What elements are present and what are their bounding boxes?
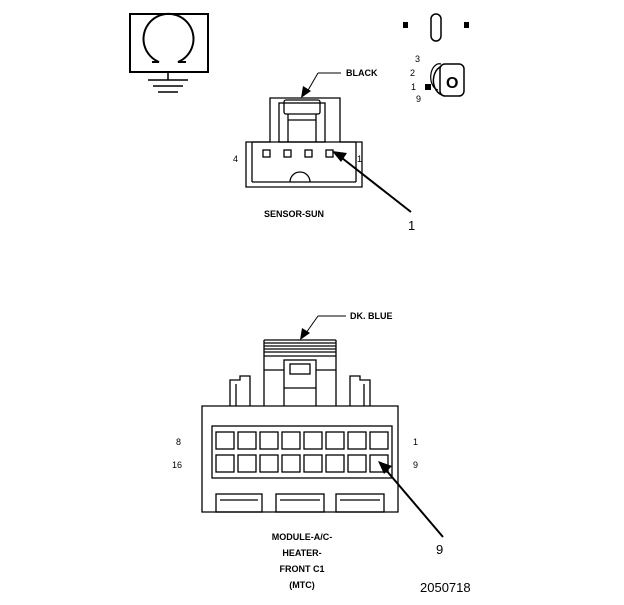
module-color-leader (300, 315, 346, 340)
module-color-label: DK. BLUE (350, 311, 393, 321)
module-name-line-2: HEATER- (282, 548, 321, 558)
module-pin-1-label: 1 (413, 437, 418, 447)
module-pin-9-label: 9 (413, 460, 418, 470)
module-name-line-3: FRONT C1 (280, 564, 325, 574)
sensor-sun-callout-arrow (332, 151, 412, 213)
module-pin-16-label: 16 (172, 460, 182, 470)
key-glyph: O (446, 75, 458, 92)
sensor-sun-pin-1-label: 1 (357, 154, 362, 164)
module-name-line-1: MODULE-A/C- (272, 532, 333, 542)
module-connector (201, 339, 399, 513)
ground-symbol-icon (129, 12, 209, 93)
key-position-3: 3 (415, 54, 420, 64)
module-callout-arrow (378, 461, 444, 538)
ignition-key-icon: 3 2 1 9 O (403, 13, 469, 104)
figure-id: 2050718 (420, 580, 471, 595)
sensor-sun-pin-4-label: 4 (233, 154, 238, 164)
key-position-1: 1 (411, 82, 416, 92)
module-callout-number: 9 (436, 542, 443, 557)
sensor-sun-callout-number: 1 (408, 218, 415, 233)
sensor-sun-connector-name: SENSOR-SUN (264, 209, 324, 219)
module-pin-8-label: 8 (176, 437, 181, 447)
module-name-line-4: (MTC) (289, 580, 315, 590)
key-position-9: 9 (416, 94, 421, 104)
sensor-sun-connector (245, 97, 363, 188)
sensor-sun-color-leader (301, 72, 341, 98)
sensor-sun-color-label: BLACK (346, 68, 378, 78)
key-position-2: 2 (410, 68, 415, 78)
